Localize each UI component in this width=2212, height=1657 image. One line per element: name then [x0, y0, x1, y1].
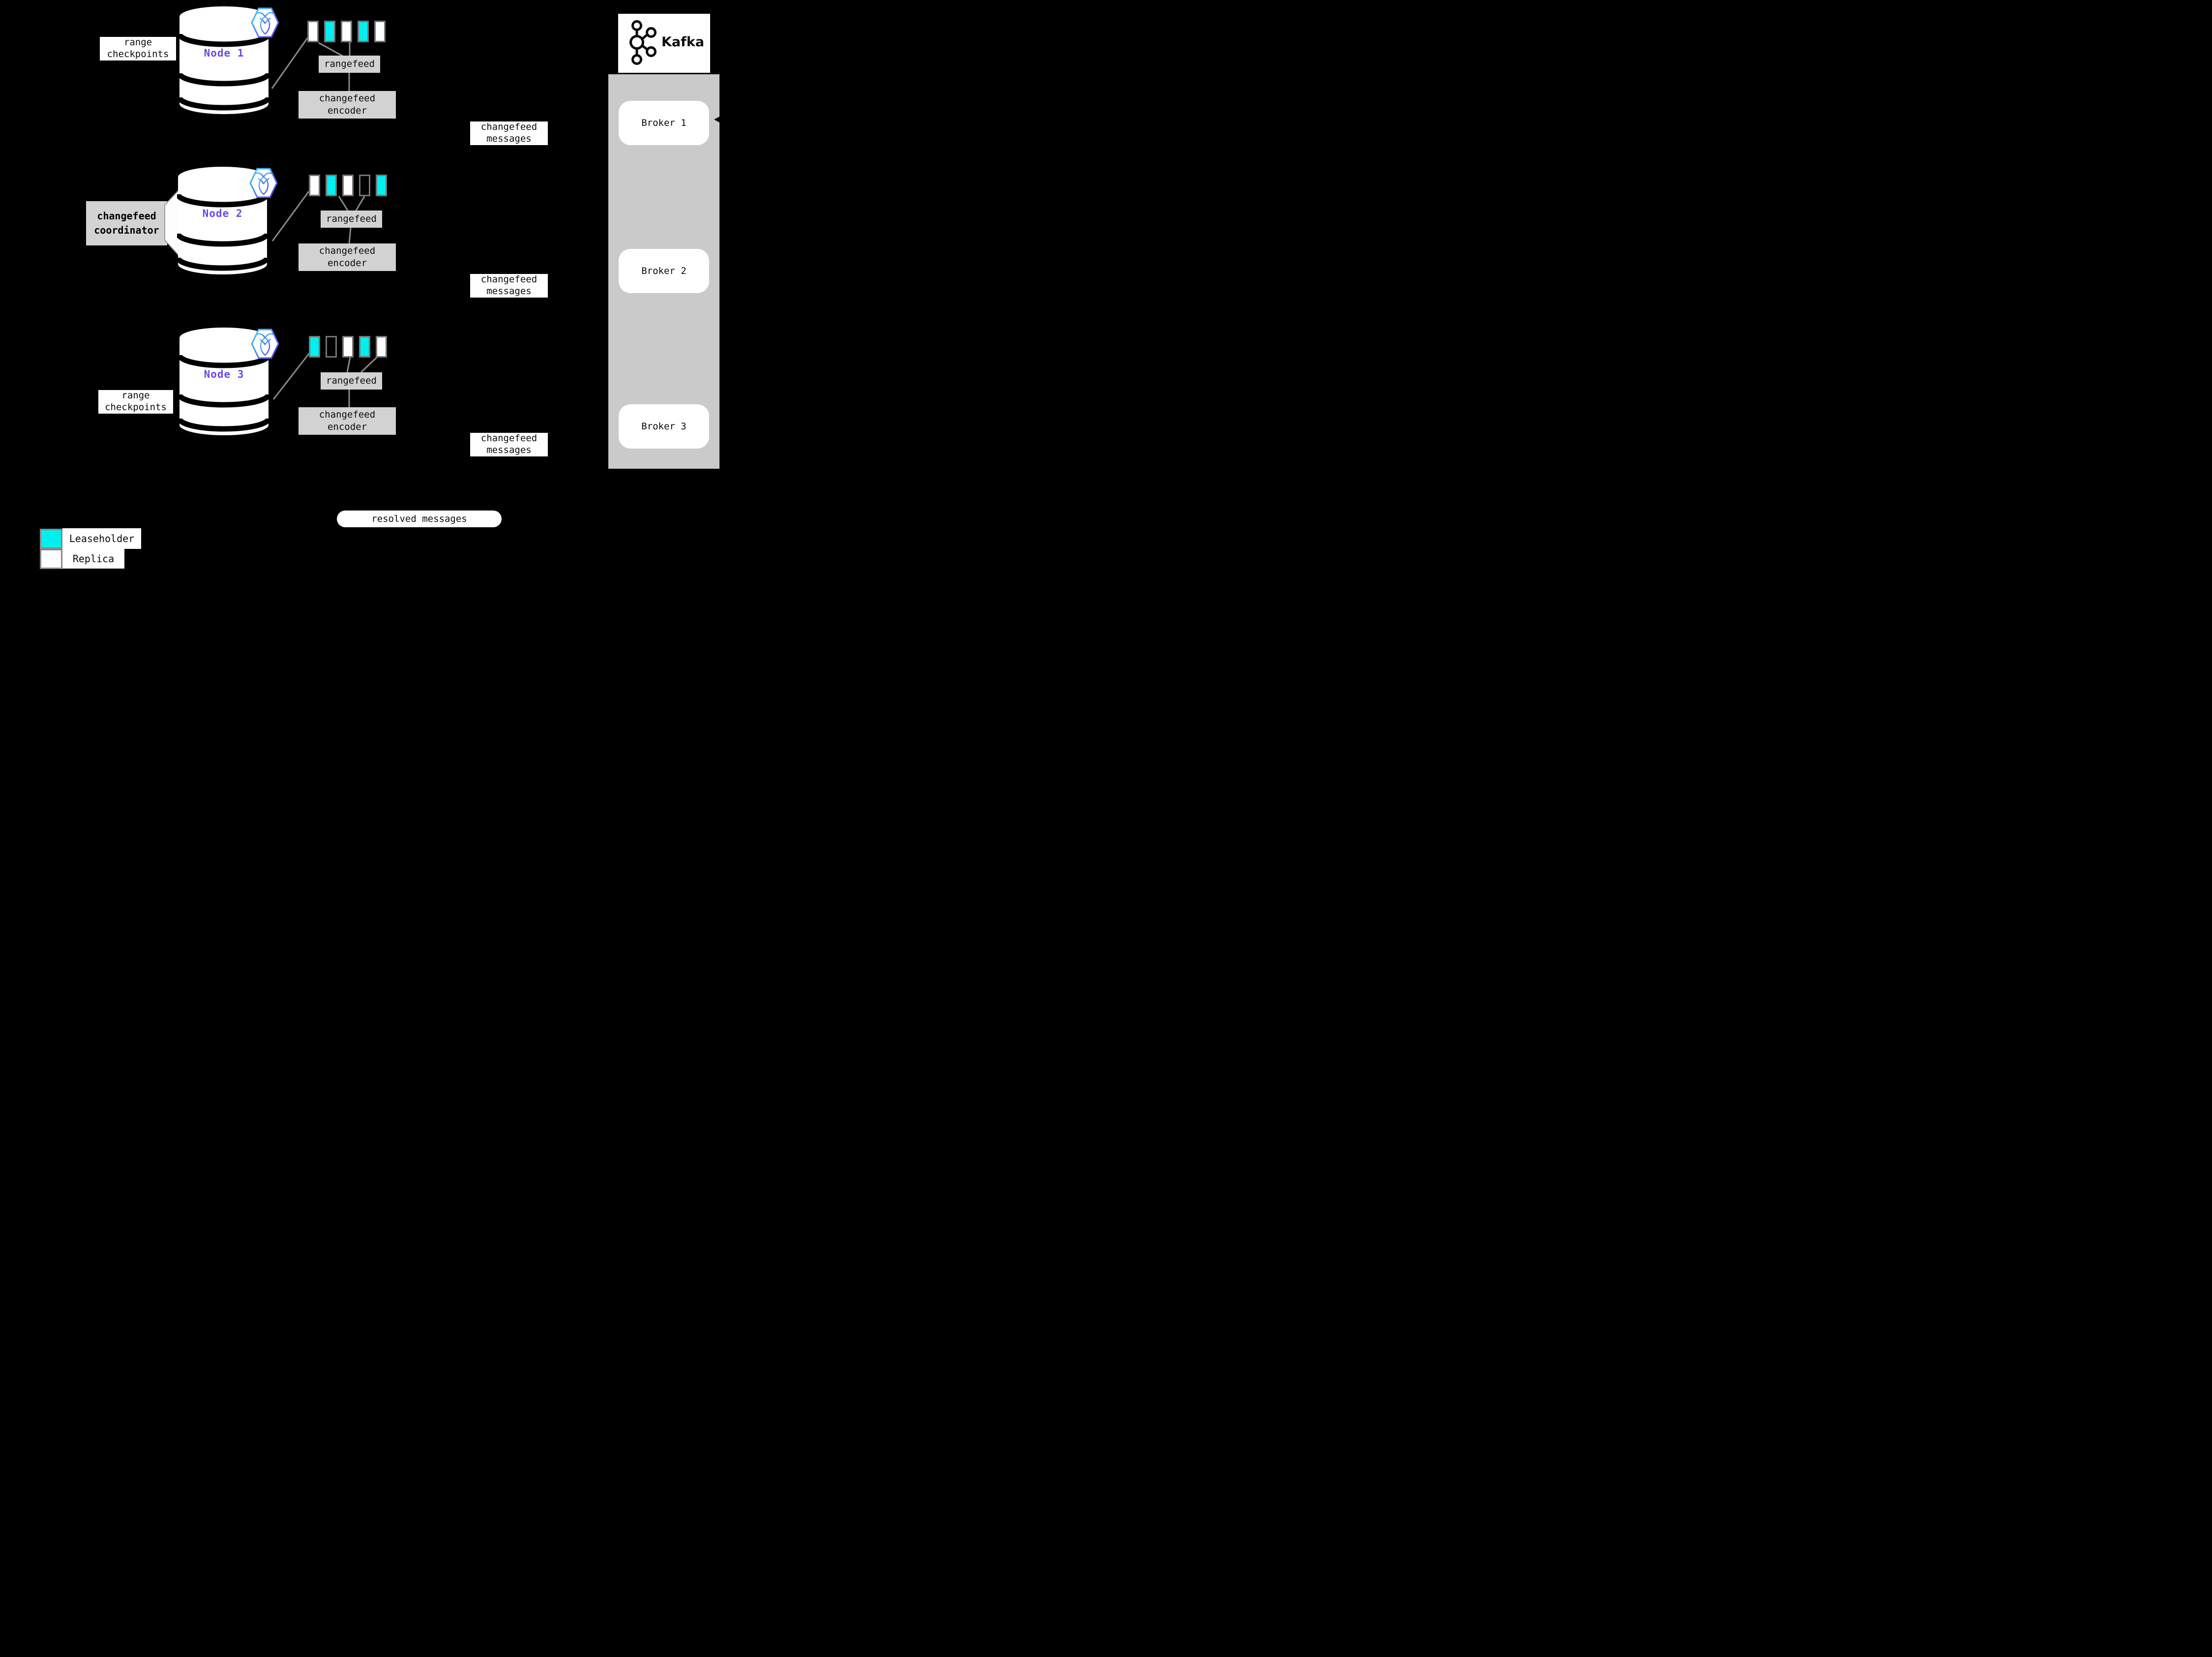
range-leaseholder	[376, 175, 387, 196]
node1-label: Node 1	[204, 47, 244, 59]
range-replica	[342, 175, 354, 196]
changefeed-encoder-box-node2: changefeed encoder	[299, 243, 396, 271]
range-empty	[359, 175, 370, 196]
database-cylinder-node3	[179, 328, 269, 435]
range-row-node1	[307, 21, 386, 42]
changefeed-encoder-box-node3: changefeed encoder	[299, 407, 396, 435]
arrow-left-icon	[714, 117, 719, 122]
changefeed-coordinator-box: changefeed coordinator	[86, 201, 167, 245]
cockroachdb-hexagon-icon	[251, 7, 279, 38]
broker-1: Broker 1	[619, 101, 709, 145]
range-leaseholder	[359, 336, 370, 358]
changefeed-messages-label-node1: changefeed messages	[470, 121, 548, 145]
rangefeed-box-node1: rangefeed	[319, 56, 380, 73]
connector-lines	[271, 37, 380, 407]
resolved-messages-pill: resolved messages	[337, 511, 502, 527]
database-cylinder-node1	[179, 6, 269, 115]
changefeed-encoder-box-node1: changefeed encoder	[299, 91, 396, 119]
rangefeed-box-node3: rangefeed	[321, 372, 382, 390]
cockroachdb-hexagon-icon	[249, 168, 278, 198]
legend-replica-swatch	[40, 549, 62, 569]
range-checkpoints-label-node3: range checkpoints	[98, 390, 173, 414]
node2-label: Node 2	[202, 208, 243, 219]
cockroachdb-hexagon-icon	[251, 329, 279, 359]
range-replica	[341, 21, 352, 42]
range-replica	[307, 21, 319, 42]
kafka-broker-panel: Broker 1 Broker 2 Broker 3	[608, 74, 719, 469]
range-leaseholder	[358, 21, 369, 42]
range-empty	[326, 336, 337, 358]
node3-label: Node 3	[204, 368, 244, 380]
kafka-title: Kafka	[661, 34, 705, 50]
changefeed-messages-label-node2: changefeed messages	[470, 274, 548, 298]
range-replica	[374, 21, 386, 42]
legend-leaseholder-label: Leaseholder	[62, 528, 141, 549]
database-cylinder-node2	[177, 167, 268, 274]
changefeed-architecture-diagram: range checkpoints Node 1 rangefeed chang…	[0, 0, 771, 577]
range-leaseholder	[324, 21, 335, 42]
range-row-node3	[309, 336, 387, 358]
range-leaseholder	[326, 175, 337, 196]
legend-replica-label: Replica	[62, 549, 124, 569]
broker-3: Broker 3	[619, 404, 709, 449]
kafka-logo-box: Kafka	[618, 14, 710, 73]
range-leaseholder	[309, 336, 320, 358]
broker-2: Broker 2	[619, 249, 709, 293]
range-row-node2	[309, 175, 387, 196]
range-replica	[309, 175, 320, 196]
changefeed-messages-label-node3: changefeed messages	[470, 433, 548, 456]
range-replica	[376, 336, 387, 358]
range-replica	[342, 336, 354, 358]
legend-leaseholder-swatch	[40, 529, 62, 549]
rangefeed-box-node2: rangefeed	[321, 211, 382, 228]
kafka-network-icon	[629, 20, 657, 65]
range-checkpoints-label-node1: range checkpoints	[100, 37, 176, 60]
